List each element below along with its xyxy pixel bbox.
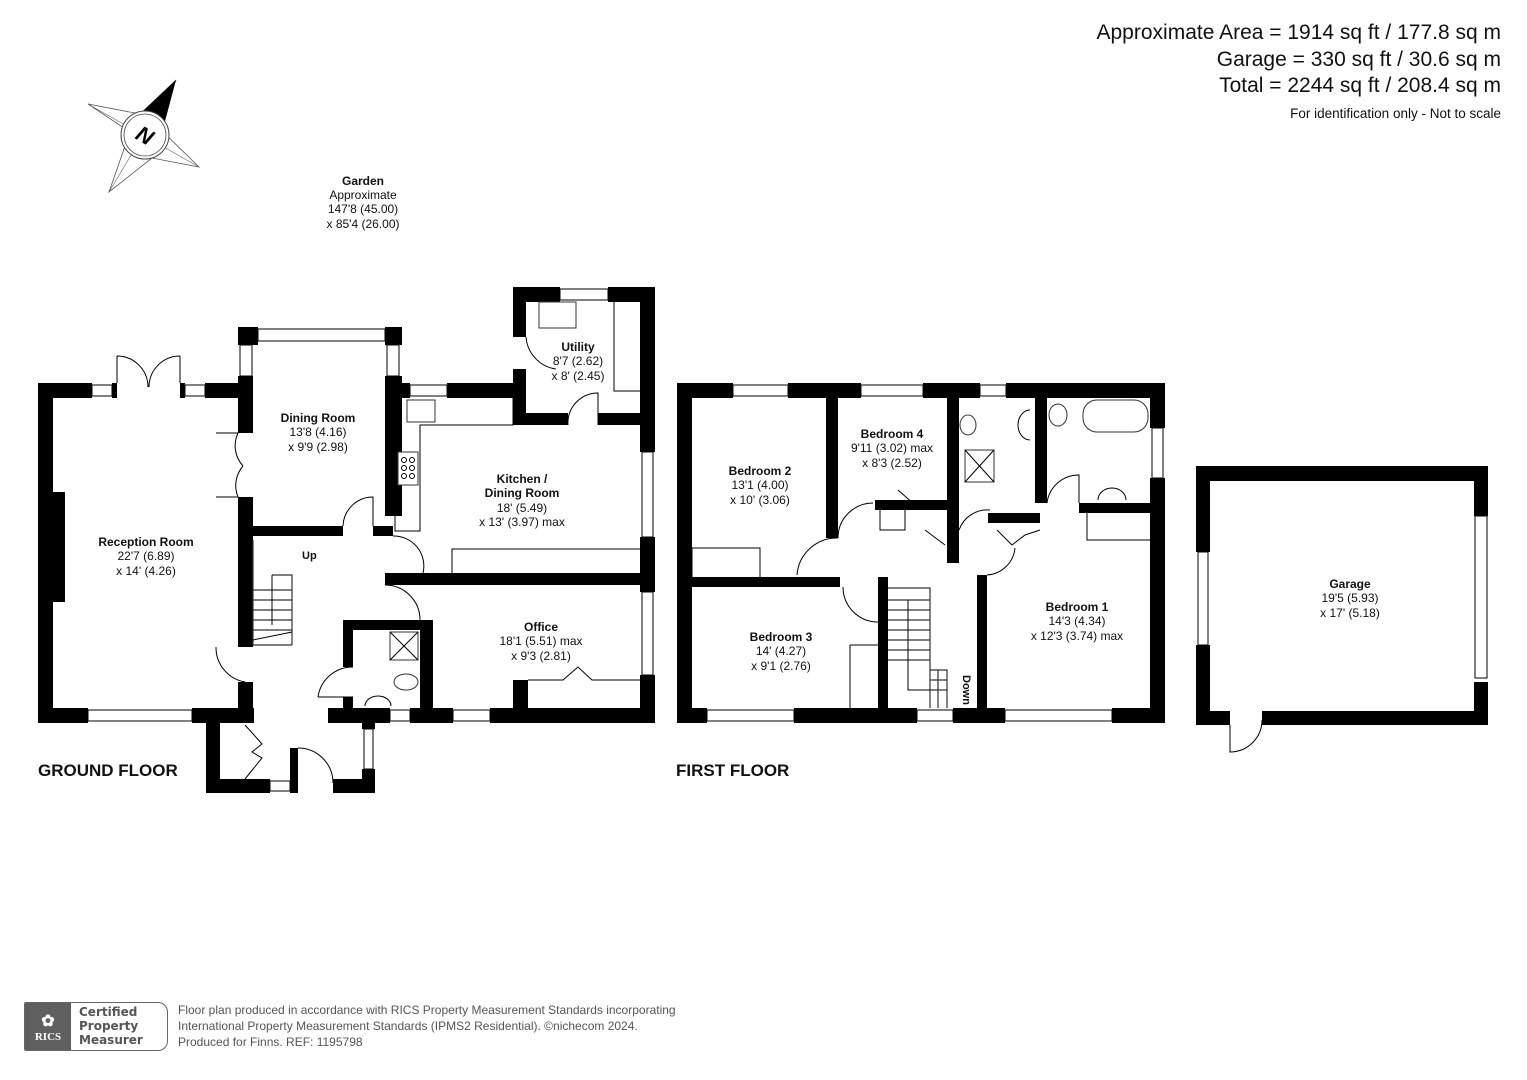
garden-dim2: x 85'4 (26.00) (326, 217, 399, 231)
stairs-up-label: Up (302, 550, 317, 562)
ground-floor-label: GROUND FLOOR (38, 761, 178, 780)
room-dim1-bedroom-1: 14'3 (4.34) (1049, 614, 1106, 628)
rics-logo-icon: ✿ RICS (25, 1003, 71, 1050)
room-dim1-bedroom-4: 9'11 (3.02) max (851, 441, 933, 455)
room-dim2-bedroom-1: x 12'3 (3.74) max (1031, 629, 1123, 643)
garden-qualifier: Approximate (329, 188, 397, 202)
footer-line-1: Floor plan produced in accordance with R… (178, 1003, 676, 1017)
room-dim2-dining: x 9'9 (2.98) (288, 440, 348, 454)
total-area: Total = 2244 sq ft / 208.4 sq m (1219, 74, 1501, 97)
room-name-kitchen-2: Dining Room (485, 486, 560, 500)
rics-certified-badge: ✿ RICS Certified Property Measurer (24, 1002, 168, 1051)
room-name-office: Office (524, 620, 558, 634)
room-name-bedroom-4: Bedroom 4 (861, 427, 924, 441)
garden-dim1: 147'8 (45.00) (328, 202, 398, 216)
room-name-reception: Reception Room (98, 535, 193, 549)
rics-logo-text: RICS (34, 1030, 62, 1043)
room-name-utility: Utility (561, 340, 595, 354)
garage-area: Garage = 330 sq ft / 30.6 sq m (1216, 47, 1501, 71)
approximate-area: Approximate Area = 1914 sq ft / 177.8 sq… (1096, 21, 1502, 44)
stairs-down-label: Down (960, 675, 972, 705)
utility-sink-icon (538, 301, 577, 329)
room-name-bedroom-1: Bedroom 1 (1046, 600, 1109, 614)
first-floor-plan: Down Bedroom 2 13'1 (4.00) x 10' (3.06) … (676, 383, 1165, 780)
badge-line-2: Property (79, 1019, 139, 1033)
room-dim1-bedroom-2: 13'1 (4.00) (732, 478, 789, 492)
ground-floor-plan: Up Reception Room 22'7 (6.89) x 14' (4.2… (38, 287, 655, 793)
room-dim2-bedroom-2: x 10' (3.06) (730, 493, 790, 507)
room-dim1-garage: 19'5 (5.93) (1322, 591, 1379, 605)
room-dim1-utility: 8'7 (2.62) (553, 354, 603, 368)
room-dim1-bedroom-3: 14' (4.27) (756, 644, 806, 658)
room-dim2-office: x 9'3 (2.81) (511, 649, 571, 663)
badge-line-1: Certified (79, 1005, 138, 1019)
room-dim1-dining: 13'8 (4.16) (290, 425, 347, 439)
room-dim1-office: 18'1 (5.51) max (500, 634, 583, 648)
badge-line-3: Measurer (79, 1033, 143, 1047)
room-dim2-bedroom-4: x 8'3 (2.52) (862, 456, 922, 470)
room-dim2-utility: x 8' (2.45) (552, 369, 605, 383)
floor-plan: N Garden Approximate 147'8 (45.00) x 85'… (38, 79, 1488, 793)
room-dim2-bedroom-3: x 9'1 (2.76) (751, 659, 811, 673)
toilet-icon (393, 673, 419, 691)
ensuite-toilet-icon (959, 414, 977, 436)
bathroom-toilet-icon (1048, 403, 1068, 427)
area-summary: Approximate Area = 1914 sq ft / 177.8 sq… (1097, 20, 1502, 121)
room-name-kitchen: Kitchen / (497, 472, 548, 486)
room-dim2-reception: x 14' (4.26) (116, 564, 176, 578)
room-name-dining: Dining Room (281, 411, 356, 425)
room-dim2-kitchen: x 13' (3.97) max (479, 515, 565, 529)
footer-line-3: Produced for Finns. REF: 1195798 (178, 1035, 363, 1049)
garage-plan: Garage 19'5 (5.93) x 17' (5.18) (1196, 466, 1488, 753)
footer-text: Floor plan produced in accordance with R… (178, 1002, 676, 1050)
ensuite-basin-icon (1017, 409, 1031, 441)
room-dim1-kitchen: 18' (5.49) (497, 501, 547, 515)
garden-label: Garden Approximate 147'8 (45.00) x 85'4 … (326, 174, 399, 231)
basin-icon (364, 695, 392, 707)
bath-icon (1082, 399, 1149, 433)
scale-note: For identification only - Not to scale (1290, 105, 1501, 121)
footer-line-2: International Property Measurement Stand… (178, 1019, 638, 1033)
bathroom-basin-icon (1097, 487, 1127, 501)
kitchen-sink-icon (406, 399, 436, 423)
north-compass-icon: N (87, 79, 201, 194)
room-name-garage: Garage (1329, 577, 1371, 591)
footer: ✿ RICS Certified Property Measurer Floor… (24, 1002, 676, 1051)
room-name-bedroom-2: Bedroom 2 (729, 464, 792, 478)
garden-name: Garden (342, 174, 384, 188)
room-dim1-reception: 22'7 (6.89) (118, 549, 175, 563)
room-dim2-garage: x 17' (5.18) (1320, 606, 1380, 620)
hob-icon (397, 451, 419, 486)
first-floor-label: FIRST FLOOR (676, 761, 789, 780)
room-name-bedroom-3: Bedroom 3 (750, 630, 813, 644)
